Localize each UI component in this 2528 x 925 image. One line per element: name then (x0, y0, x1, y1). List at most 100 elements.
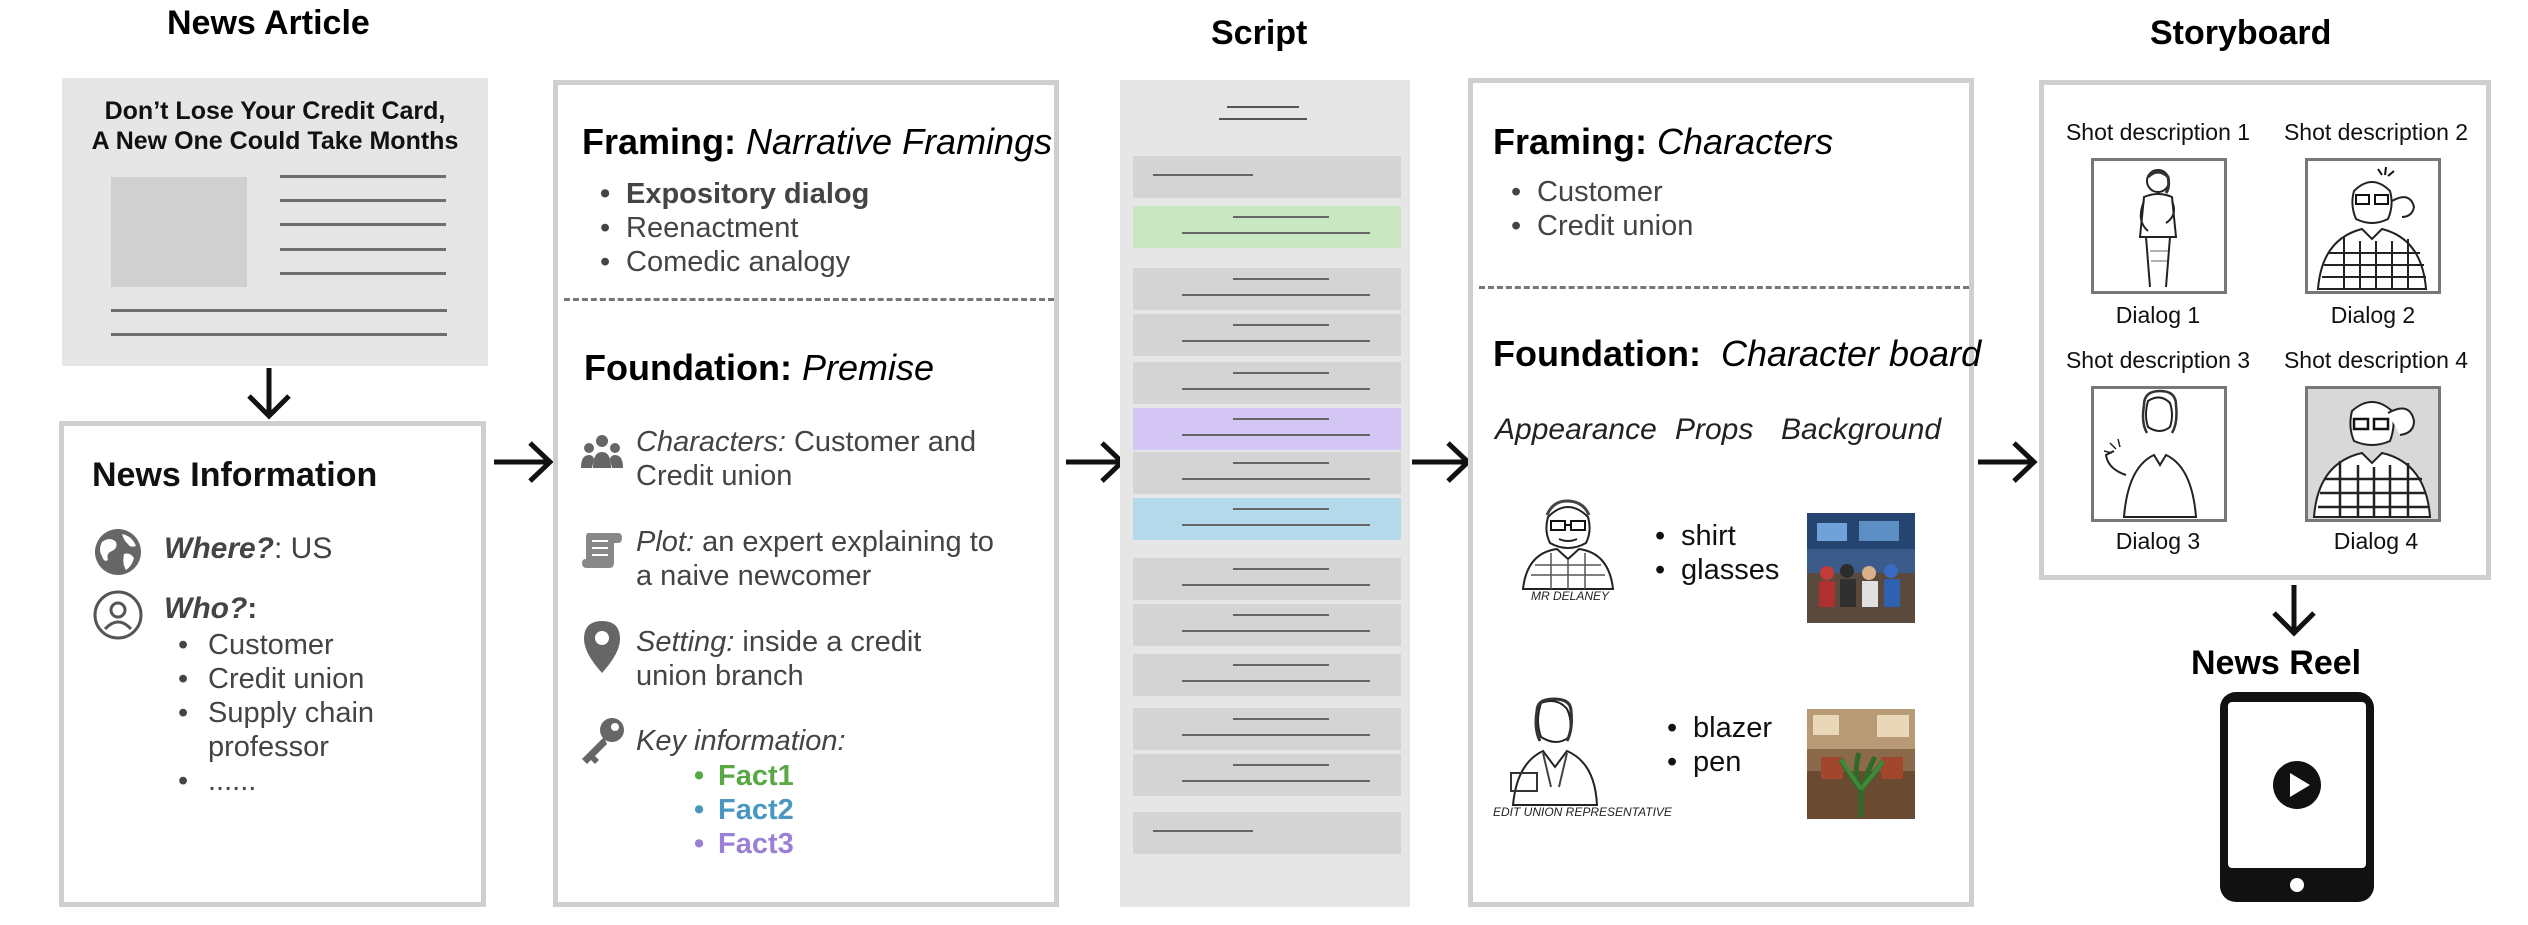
scroll-icon (582, 533, 622, 568)
smartphone-play-icon (2220, 692, 2374, 902)
script-text-line (1153, 174, 1253, 176)
shot-description: Shot description 3 (2065, 347, 2251, 373)
who-item: professor (208, 731, 329, 763)
news-reel-title: News Reel (2191, 644, 2362, 682)
script-scene-block (1133, 604, 1401, 646)
framing-header: Framing: Narrative Framings (582, 121, 1052, 163)
script-text-line (1233, 568, 1329, 570)
article-text-line (280, 272, 446, 275)
who-item: •...... (178, 765, 257, 797)
char1-props-list: •shirt •glasses (1651, 519, 1779, 587)
news-article-title: News Article (167, 4, 370, 42)
script-text-line (1182, 734, 1370, 736)
script-scene-block (1133, 206, 1401, 248)
framing-label: Framing: (582, 121, 737, 162)
arrow-down-icon (247, 368, 291, 420)
script-scene-block (1133, 498, 1401, 540)
char2-prop: •pen (1667, 746, 1742, 778)
who-item: •Credit union (178, 663, 365, 695)
shot-description: Shot description 4 (2283, 347, 2469, 373)
article-text-line (280, 248, 446, 251)
storyboard-shot-3 (2091, 386, 2227, 522)
script-text-line (1233, 462, 1329, 464)
fact-item: •Fact1 (694, 760, 794, 792)
char-framing-label: Framing: (1493, 121, 1648, 162)
headline-line-1: Don’t Lose Your Credit Card, (104, 97, 446, 125)
script-text-line (1233, 278, 1329, 280)
globe-icon (95, 529, 141, 575)
news-information-panel: News Information Where?: US Who?: •Custo… (59, 421, 486, 907)
script-text-line (1233, 324, 1329, 326)
char2-prop: •blazer (1667, 712, 1772, 744)
person-circle-icon (93, 590, 143, 640)
news-article-card: Don’t Lose Your Credit Card, A New One C… (62, 78, 488, 366)
narrative-framing-premise-panel: Framing: Narrative Framings •Expository … (553, 80, 1059, 907)
char-foundation-header: Foundation: Character board (1493, 333, 1981, 375)
script-scene-block (1133, 452, 1401, 494)
script-scene-block (1133, 654, 1401, 696)
char-framing-header: Framing: Characters (1493, 121, 1833, 163)
script-text-line (1182, 524, 1370, 526)
script-scene-block (1133, 314, 1401, 356)
script-text-line (1153, 830, 1253, 832)
framing-item: •Comedic analogy (600, 246, 851, 278)
char2-caption: EDIT UNION REPRESENTATIVE (1493, 805, 1672, 819)
shot-sketch-man-worried (2308, 389, 2438, 519)
setting-text: Setting: inside a credit union branch (636, 626, 922, 692)
headline-line-2: A New One Could Take Months (91, 127, 459, 155)
char1-prop: •glasses (1655, 554, 1780, 586)
who-suffix: : (247, 592, 258, 625)
key-icon (582, 718, 624, 764)
fact-item: •Fact2 (694, 794, 794, 826)
people-icon (581, 435, 623, 468)
background-photo-branch-lobby (1807, 709, 1915, 819)
arrow-right-icon (1412, 441, 1472, 483)
character-sketch-man (1521, 499, 1615, 590)
location-pin-icon (584, 621, 620, 673)
framing-item: •Expository dialog (600, 178, 870, 210)
arrow-down-icon (2272, 585, 2316, 637)
key-information-label: Key information: (636, 725, 846, 757)
script-title-line (1227, 106, 1299, 108)
script-scene-block (1133, 362, 1401, 404)
col-background-header: Background (1781, 413, 1942, 446)
script-text-line (1182, 584, 1370, 586)
plot-text: Plot: an expert explaining to a naive ne… (636, 526, 994, 592)
article-text-line (111, 309, 447, 312)
shot-sketch-man-confused (2316, 166, 2428, 290)
script-text-line (1233, 764, 1329, 766)
script-text-line (1233, 418, 1329, 420)
foundation-label: Foundation: (584, 347, 792, 388)
script-text-line (1233, 372, 1329, 374)
article-text-line (280, 175, 446, 178)
script-text-line (1182, 478, 1370, 480)
facts-list: •Fact1 •Fact2 •Fact3 (690, 759, 794, 861)
storyboard-shot-1 (2091, 158, 2227, 294)
char1-caption: MR DELANEY (1531, 589, 1610, 603)
char-framing-list: •Customer •Credit union (1507, 175, 1693, 243)
character-board-panel: Framing: Characters •Customer •Credit un… (1468, 78, 1981, 907)
foundation-value: Premise (801, 347, 934, 388)
script-title-line (1219, 118, 1307, 120)
article-text-line (280, 223, 446, 226)
script-text-line (1233, 508, 1329, 510)
who-list: •Customer •Credit union •Supply chain pr… (166, 628, 374, 798)
where-value: : US (274, 532, 333, 565)
shot-sketch-woman-explaining (2103, 389, 2198, 518)
background-photo-bank-interior (1807, 513, 1915, 623)
shot-sketch-woman-standing (2138, 169, 2178, 288)
arrow-right-icon (1978, 441, 2038, 483)
article-text-line (111, 333, 447, 336)
col-appearance-header: Appearance (1495, 413, 1657, 446)
who-label: Who? (164, 592, 248, 625)
framing-item: •Reenactment (600, 212, 799, 244)
script-text-line (1182, 388, 1370, 390)
framing-value: Narrative Framings (746, 121, 1053, 162)
char-foundation-value: Character board (1720, 333, 1982, 374)
col-props-header: Props (1675, 413, 1754, 446)
script-text-line (1182, 780, 1370, 782)
storyboard-title: Storyboard (2150, 14, 2332, 52)
script-text-line (1182, 434, 1370, 436)
where-label: Where? (164, 532, 275, 565)
shot-description: Shot description 2 (2283, 119, 2469, 145)
